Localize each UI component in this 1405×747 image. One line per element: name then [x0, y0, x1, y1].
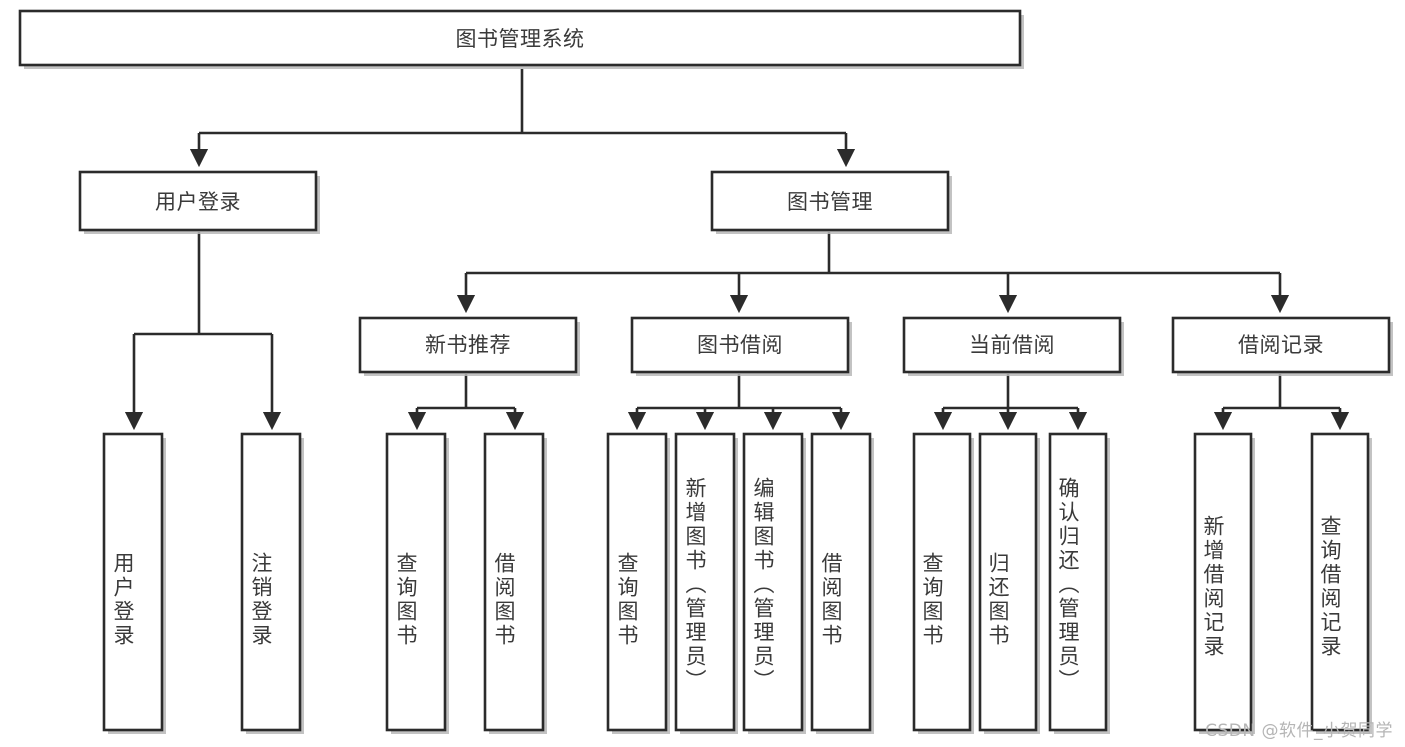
node-leaf-query-book-3-box — [912, 432, 972, 732]
node-leaf-borrow-book-1[interactable] — [483, 432, 547, 734]
node-leaf-query-book-1-box — [385, 432, 447, 732]
node-leaf-edit-book[interactable] — [742, 432, 806, 734]
node-leaf-borrow-book-2[interactable] — [810, 432, 874, 734]
nodes-layer: 图书管理系统 用户登录 图书管理 新书推荐 — [18, 9, 1393, 734]
node-leaf-return-book[interactable] — [978, 432, 1040, 734]
node-new-book-recommend[interactable]: 新书推荐 — [358, 316, 580, 376]
node-leaf-add-record[interactable] — [1193, 432, 1255, 734]
node-root[interactable]: 图书管理系统 — [18, 9, 1024, 69]
watermark-text: CSDN @软件_小贺同学 — [1205, 721, 1393, 741]
node-current-borrow-label: 当前借阅 — [969, 333, 1055, 357]
node-leaf-edit-book-box — [742, 432, 804, 732]
node-new-book-recommend-label: 新书推荐 — [425, 333, 511, 357]
node-user-login[interactable]: 用户登录 — [78, 170, 320, 234]
node-current-borrow-box — [902, 316, 1122, 374]
node-root-box — [18, 9, 1022, 67]
node-leaf-logout-box — [240, 432, 302, 732]
node-leaf-query-book-2[interactable] — [606, 432, 670, 734]
node-leaf-add-book[interactable] — [674, 432, 738, 734]
node-current-borrow[interactable]: 当前借阅 — [902, 316, 1124, 376]
node-leaf-add-record-box — [1193, 432, 1253, 732]
node-leaf-add-book-box — [674, 432, 736, 732]
node-book-borrow[interactable]: 图书借阅 — [630, 316, 852, 376]
node-leaf-query-book-3[interactable] — [912, 432, 974, 734]
node-leaf-confirm-return-box — [1048, 432, 1108, 732]
node-leaf-query-book-1[interactable] — [385, 432, 449, 734]
node-borrow-record[interactable]: 借阅记录 — [1171, 316, 1393, 376]
node-user-login-box — [78, 170, 318, 232]
node-leaf-logout[interactable] — [240, 432, 304, 734]
node-book-manage-label: 图书管理 — [787, 190, 873, 214]
node-book-manage[interactable]: 图书管理 — [710, 170, 952, 234]
node-root-label: 图书管理系统 — [456, 27, 585, 51]
node-user-login-label: 用户登录 — [155, 190, 241, 214]
edges-layer — [124, 69, 1350, 431]
node-leaf-query-book-2-box — [606, 432, 668, 732]
node-book-borrow-label: 图书借阅 — [697, 333, 783, 357]
node-leaf-return-book-box — [978, 432, 1038, 732]
node-leaf-user-login[interactable] — [102, 432, 166, 734]
node-new-book-recommend-box — [358, 316, 578, 374]
node-leaf-borrow-book-2-box — [810, 432, 872, 732]
node-leaf-user-login-box — [102, 432, 164, 732]
node-leaf-query-record-box — [1310, 432, 1370, 732]
node-book-borrow-box — [630, 316, 850, 374]
node-leaf-borrow-book-1-box — [483, 432, 545, 732]
node-book-manage-box — [710, 170, 950, 232]
node-borrow-record-label: 借阅记录 — [1238, 333, 1324, 357]
node-leaf-confirm-return[interactable] — [1048, 432, 1110, 734]
node-leaf-query-record[interactable] — [1310, 432, 1372, 734]
node-borrow-record-box — [1171, 316, 1391, 374]
